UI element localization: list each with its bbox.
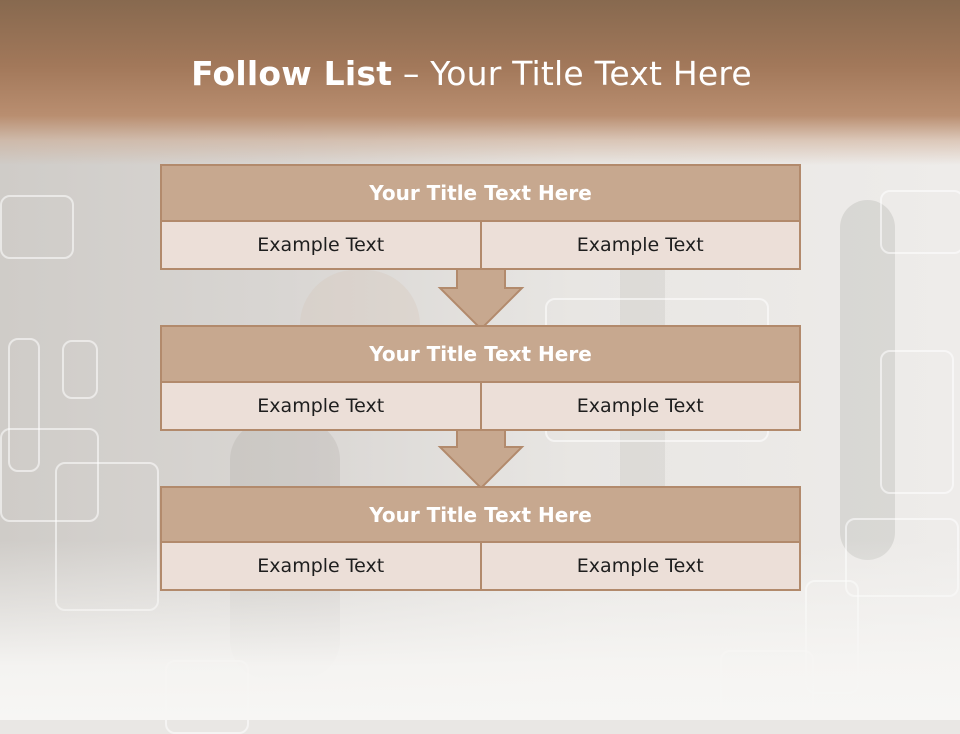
step-cell-right: Example Text (481, 541, 801, 591)
title-rest: – Your Title Text Here (392, 54, 752, 93)
step-title: Your Title Text Here (160, 325, 801, 381)
decorative-rectangle (0, 428, 99, 522)
step-cell-left: Example Text (160, 541, 482, 591)
step-cell-left: Example Text (160, 381, 482, 431)
step-block-2: Your Title Text Here Example Text Exampl… (160, 325, 801, 431)
step-cell-left: Example Text (160, 220, 482, 270)
step-row: Example Text Example Text (160, 541, 801, 591)
step-block-3: Your Title Text Here Example Text Exampl… (160, 486, 801, 591)
decorative-rectangle (0, 195, 74, 259)
background-figure (840, 200, 895, 560)
slide-title: Follow List – Your Title Text Here (0, 54, 943, 93)
decorative-rectangle (62, 340, 98, 399)
title-bold: Follow List (191, 54, 393, 93)
down-arrow-icon (437, 429, 525, 490)
decorative-rectangle (880, 350, 954, 494)
step-cell-right: Example Text (481, 220, 801, 270)
decorative-rectangle (880, 190, 960, 254)
decorative-rectangle (8, 338, 40, 472)
step-title: Your Title Text Here (160, 486, 801, 541)
step-cell-right: Example Text (481, 381, 801, 431)
step-row: Example Text Example Text (160, 220, 801, 270)
step-title: Your Title Text Here (160, 164, 801, 220)
header-band (0, 0, 960, 165)
step-block-1: Your Title Text Here Example Text Exampl… (160, 164, 801, 270)
down-arrow-icon (437, 268, 525, 331)
step-row: Example Text Example Text (160, 381, 801, 431)
